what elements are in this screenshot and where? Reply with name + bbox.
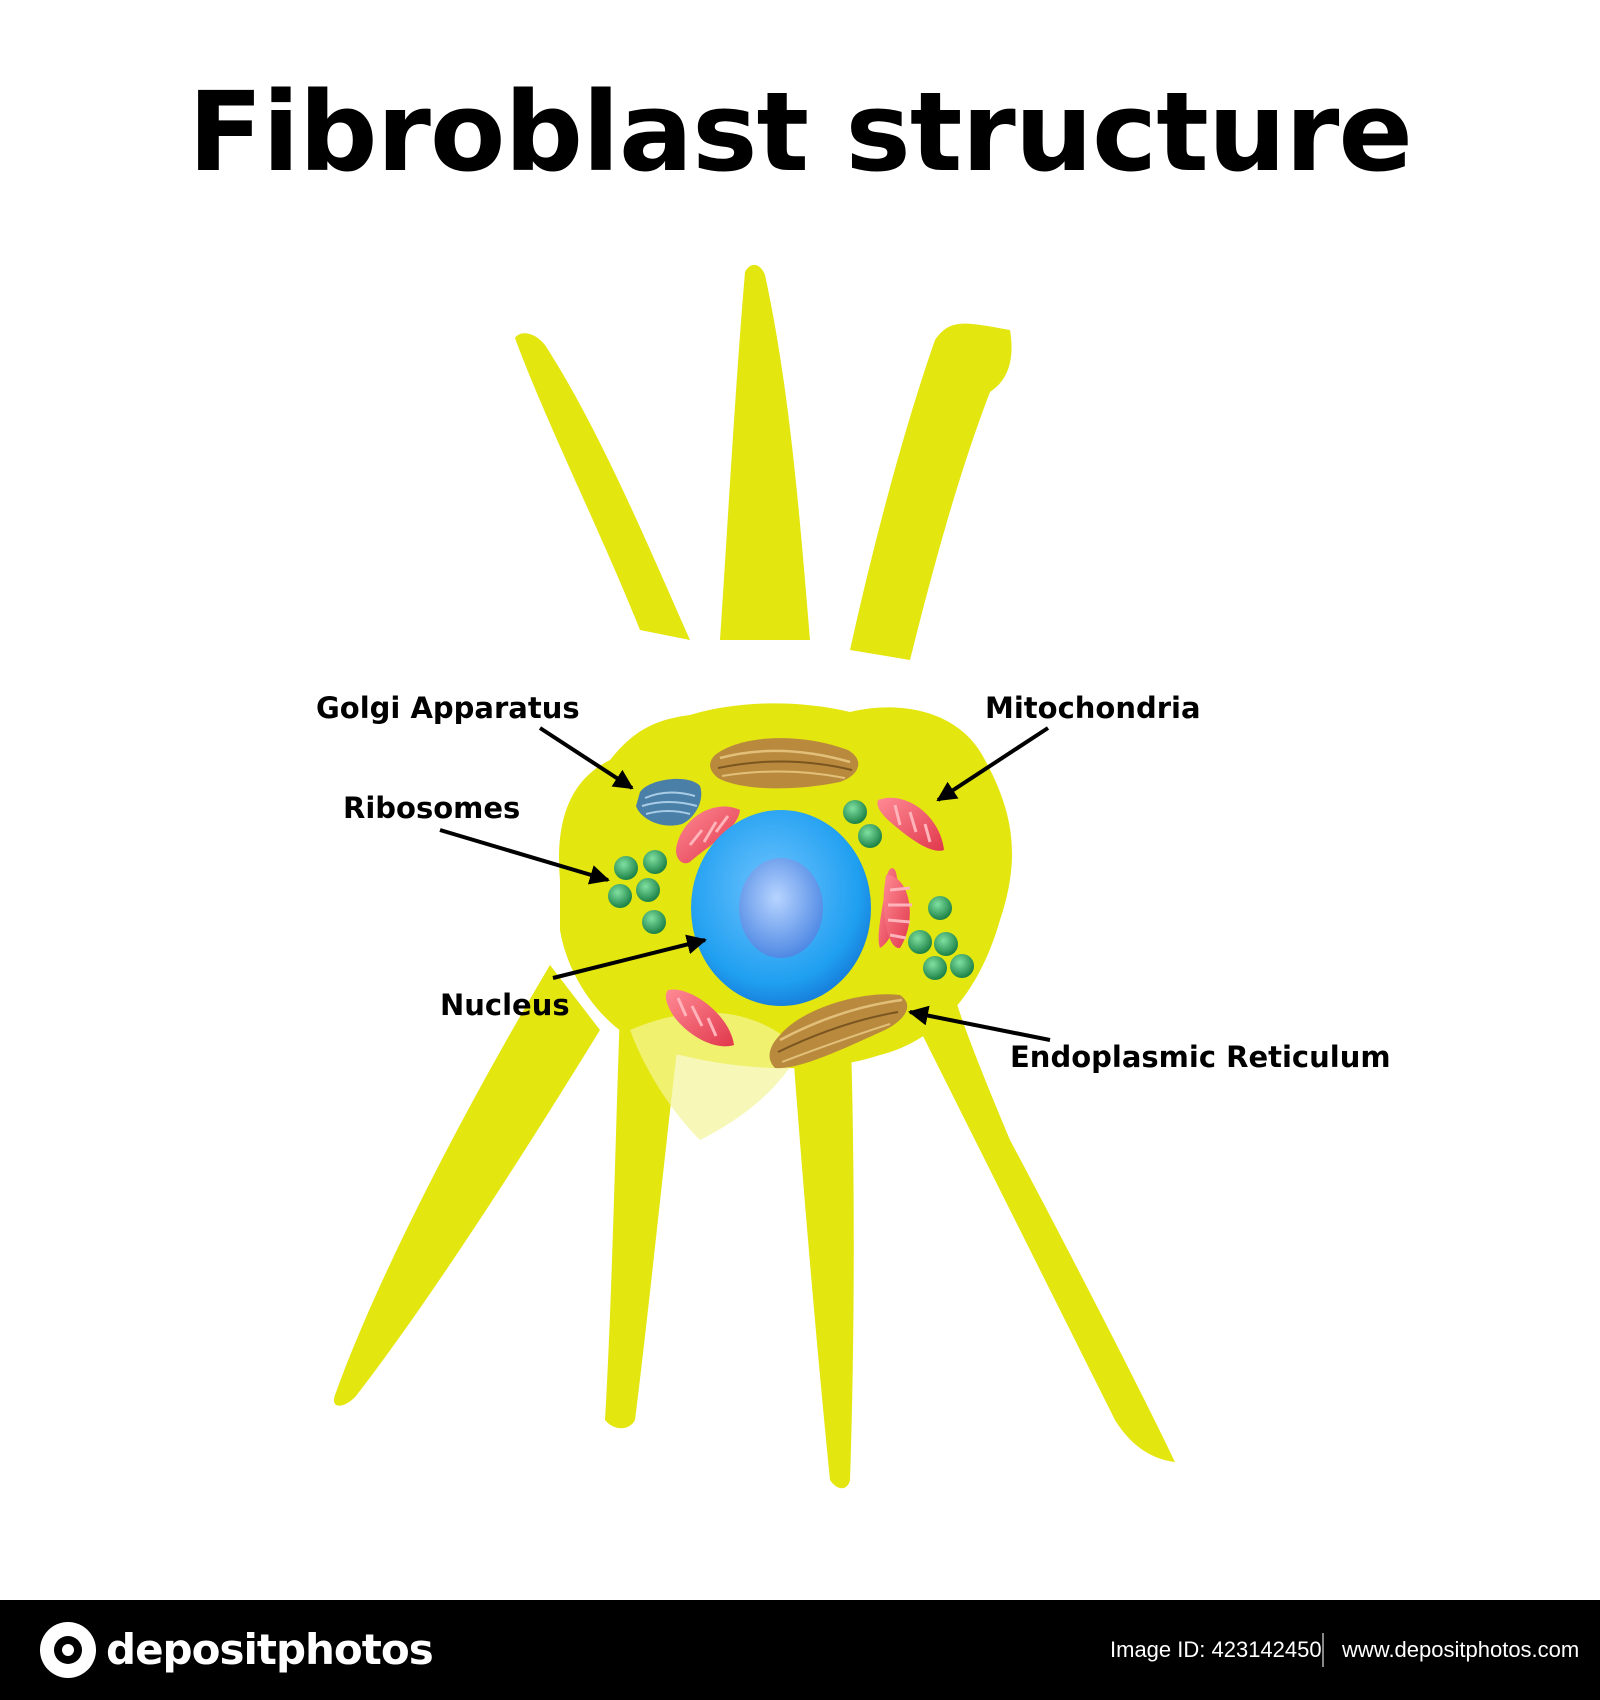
- label-golgi: Golgi Apparatus: [316, 691, 580, 725]
- camera-lens-icon: [40, 1622, 96, 1678]
- mitochondrion: [665, 989, 734, 1047]
- golgi-arrow: [538, 726, 634, 790]
- site-url: www.depositphotos.com: [1342, 1637, 1580, 1662]
- golgi-apparatus: [636, 778, 702, 826]
- mitochondrion: [676, 806, 740, 864]
- mitochondrion: [878, 868, 912, 949]
- ribosome-cluster-upper-right: [843, 800, 882, 848]
- ribosome-cluster-right: [908, 896, 974, 980]
- fibroblast-diagram: [333, 264, 1175, 1489]
- ribosome-cluster-left: [608, 850, 667, 934]
- nucleus: [691, 810, 871, 1006]
- endoplasmic-reticulum-bottom: [769, 994, 908, 1069]
- er-arrow: [908, 1005, 1051, 1042]
- mitochondria-arrow: [936, 726, 1050, 802]
- image-id: Image ID: 423142450: [1110, 1637, 1322, 1662]
- brand-name: depositphotos: [106, 1625, 434, 1674]
- label-er: Endoplasmic Reticulum: [1010, 1040, 1391, 1074]
- label-mitochondria: Mitochondria: [985, 691, 1201, 725]
- diagram-title: Fibroblast structure: [188, 68, 1413, 196]
- mitochondrion: [877, 797, 944, 851]
- label-ribosomes: Ribosomes: [343, 791, 521, 825]
- leader-arrows: [439, 726, 1051, 1042]
- label-nucleus: Nucleus: [440, 988, 570, 1022]
- ribosomes-arrow: [439, 828, 610, 885]
- footer-divider: [1322, 1633, 1324, 1667]
- endoplasmic-reticulum-top: [710, 738, 859, 789]
- nucleus-arrow: [552, 934, 707, 980]
- footer-bar: depositphotos Image ID: 423142450 www.de…: [0, 1600, 1600, 1700]
